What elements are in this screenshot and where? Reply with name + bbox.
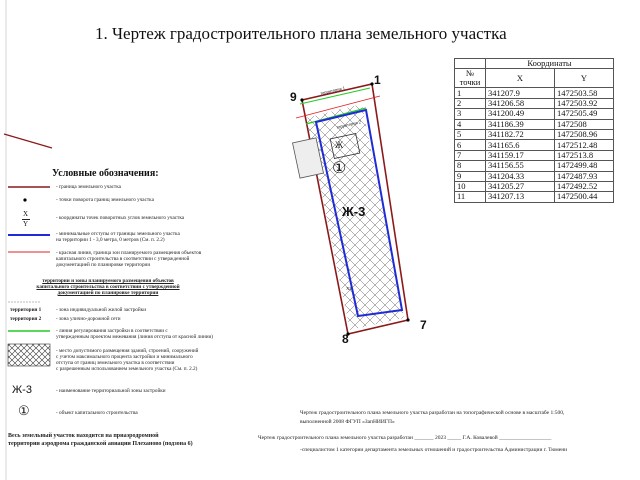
legend-territory1-label: территория 1 bbox=[10, 307, 42, 313]
legend-territory1-desc: - зона индивидуальной жилой застройки bbox=[56, 307, 146, 313]
turn-point-7 bbox=[406, 318, 410, 322]
legend-left-stroke bbox=[3, 133, 53, 149]
legend-zones-heading: территории и зоны планируемого размещени… bbox=[36, 278, 180, 296]
table-cell-y: 1472500.44 bbox=[554, 191, 614, 203]
turn-point-8 bbox=[346, 332, 350, 336]
footer-line2: выполненной 2008 ФГУП «ЗапНИИГП» bbox=[300, 419, 395, 425]
legend-coords-x: X bbox=[23, 210, 29, 218]
legend-zone-symbol: Ж-3 bbox=[12, 384, 32, 396]
legend-hatch-symbol bbox=[7, 343, 51, 367]
legend-coords-divider bbox=[22, 219, 30, 220]
small-label: ХЗ bbox=[346, 286, 352, 291]
legend-note: Весь земельный участок находится на приа… bbox=[8, 433, 193, 447]
legend-coords-text: - координаты точек поворотных углов земе… bbox=[56, 215, 185, 221]
page-title: 1. Чертеж градостроительного плана земел… bbox=[95, 24, 507, 43]
legend-title: Условные обозначения: bbox=[52, 168, 159, 179]
turn-point-1 bbox=[370, 82, 374, 86]
legend-boundary-text: - граница земельного участка bbox=[56, 184, 121, 190]
footer-line3: Чертеж градостроительного плана земельно… bbox=[258, 435, 552, 441]
legend-coords-y: Y bbox=[23, 220, 29, 228]
legend-territory2-desc: - зона улично-дорожной сети bbox=[56, 316, 121, 322]
legend-hatch-text: - место допустимого размещения зданий, с… bbox=[56, 348, 199, 372]
setback-boundary bbox=[314, 108, 404, 318]
legend-turn-point-symbol bbox=[23, 198, 27, 202]
table-header-coords: Координаты bbox=[485, 57, 614, 70]
legend-red-line-text: - красная линия, граница зон планируемог… bbox=[56, 250, 202, 268]
building-zh bbox=[329, 133, 361, 159]
legend-green-line-text: - линия регулирования застройки в соотве… bbox=[56, 328, 214, 340]
point-label-8: 8 bbox=[342, 332, 349, 346]
zone-label: Ж-3 bbox=[342, 204, 366, 219]
turn-point-9 bbox=[300, 98, 304, 102]
legend-turn-point-text: - точки поворота границ земельного участ… bbox=[56, 197, 154, 203]
building-label: Ж bbox=[335, 140, 344, 150]
green-regulation-line-top bbox=[299, 87, 371, 105]
footer-line4: -специалистом 1 категории департамента з… bbox=[300, 447, 568, 453]
legend-setbacks-text: - минимальные отступы от границы земельн… bbox=[56, 231, 180, 243]
legend-object-symbol: ① bbox=[18, 403, 30, 418]
red-line bbox=[295, 95, 381, 119]
legend-zone-desc: - наименование территориальной зоны заст… bbox=[56, 388, 166, 394]
legend-object-desc: - объект капитального строительства bbox=[56, 410, 138, 416]
point-label-9: 9 bbox=[290, 90, 297, 104]
building-outline bbox=[292, 137, 324, 179]
permitted-area-hatch bbox=[306, 104, 404, 330]
object-symbol: ① bbox=[332, 160, 347, 177]
point-label-1: 1 bbox=[374, 73, 381, 87]
point-label-7: 7 bbox=[420, 318, 427, 332]
legend-territory2-label: территория 2 bbox=[10, 316, 42, 322]
footer-line1: Чертеж градостроительного плана земельно… bbox=[300, 410, 565, 416]
